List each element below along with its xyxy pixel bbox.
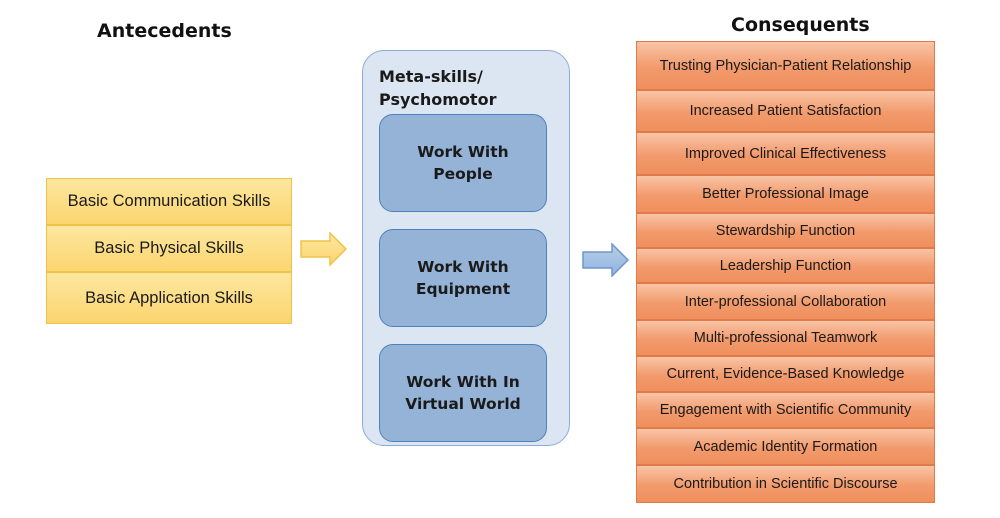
antecedent-box: Basic Application Skills	[46, 272, 292, 324]
meta-item-virtual-world: Work With In Virtual World	[379, 344, 547, 442]
meta-item-equipment: Work With Equipment	[379, 229, 547, 327]
meta-skills-container: Meta-skills/ Psychomotor Work With Peopl…	[362, 50, 570, 446]
antecedent-box: Basic Physical Skills	[46, 225, 292, 272]
consequent-box: Increased Patient Satisfaction	[636, 90, 935, 132]
antecedents-heading: Antecedents	[97, 20, 232, 42]
arrow-right-icon	[582, 243, 630, 277]
consequent-box: Stewardship Function	[636, 213, 935, 248]
arrow-right-icon	[300, 232, 348, 266]
consequent-box: Current, Evidence-Based Knowledge	[636, 356, 935, 392]
consequent-box: Improved Clinical Effectiveness	[636, 132, 935, 175]
consequent-box: Better Professional Image	[636, 175, 935, 213]
consequent-box: Engagement with Scientific Community	[636, 392, 935, 428]
consequent-box: Multi-professional Teamwork	[636, 320, 935, 356]
consequent-box: Academic Identity Formation	[636, 428, 935, 465]
consequent-box: Trusting Physician-Patient Relationship	[636, 41, 935, 90]
meta-skills-title: Meta-skills/ Psychomotor	[379, 67, 497, 109]
antecedent-box: Basic Communication Skills	[46, 178, 292, 225]
consequent-box: Inter-professional Collaboration	[636, 283, 935, 320]
consequent-box: Contribution in Scientific Discourse	[636, 465, 935, 503]
consequents-heading: Consequents	[731, 14, 870, 36]
consequent-box: Leadership Function	[636, 248, 935, 283]
meta-item-people: Work With People	[379, 114, 547, 212]
